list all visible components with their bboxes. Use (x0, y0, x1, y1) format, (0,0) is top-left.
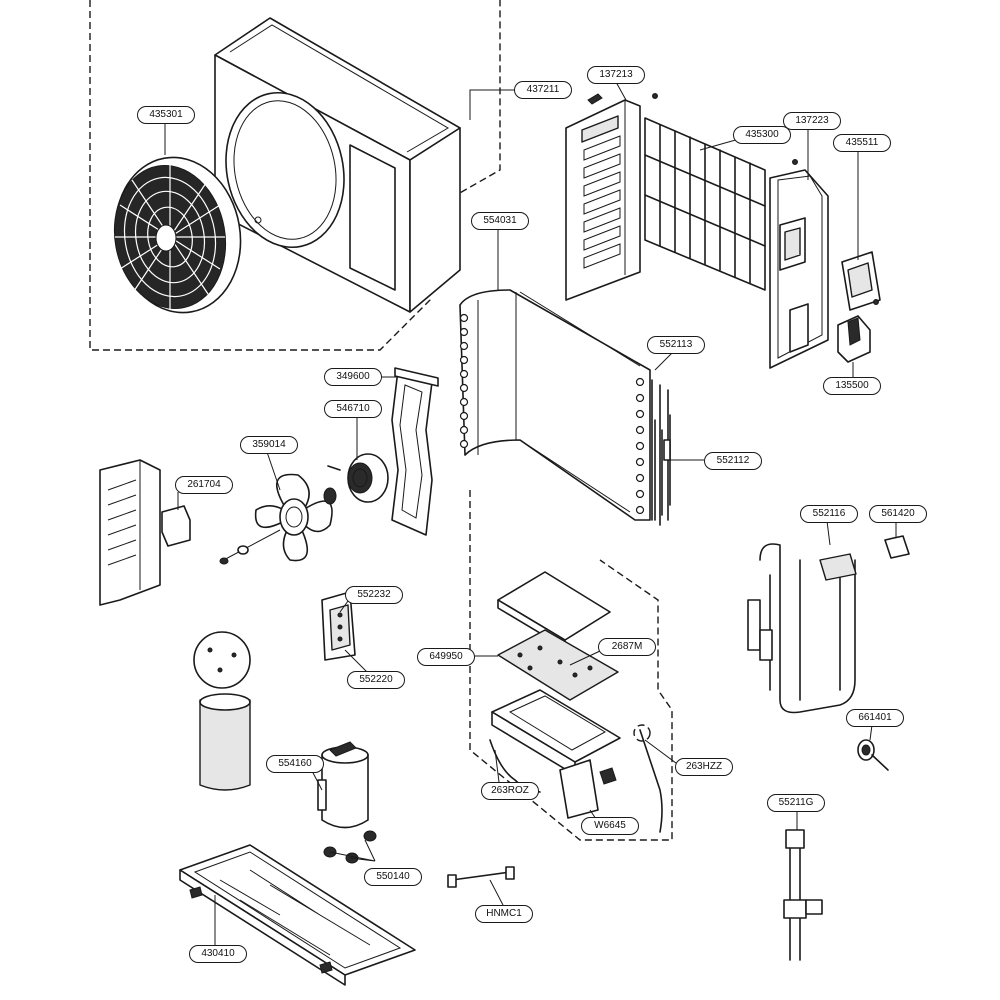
leader-lines (164, 81, 897, 945)
motor-bracket-349600 (391, 367, 439, 536)
callout-552232: 552232 (345, 586, 403, 604)
callout-546710: 546710 (324, 400, 382, 418)
terminal-block-552232 (321, 591, 356, 661)
callout-552113: 552113 (647, 336, 705, 354)
callout-135500: 135500 (823, 377, 881, 395)
control-box-649950 (489, 571, 663, 833)
side-panel-137213 (565, 93, 641, 301)
callout-2687M: 2687M (598, 638, 656, 656)
condenser-coil-554031 (459, 289, 669, 526)
callout-437211: 437211 (514, 81, 572, 99)
callout-430410: 430410 (189, 945, 247, 963)
callout-137213: 137213 (587, 66, 645, 84)
callout-263ROZ: 263ROZ (481, 782, 539, 800)
callout-261704: 261704 (175, 476, 233, 494)
callout-552112: 552112 (704, 452, 762, 470)
rear-grille-435300 (644, 93, 766, 291)
callout-649950: 649950 (417, 648, 475, 666)
callout-435300: 435300 (733, 126, 791, 144)
side-panel-137223 (769, 159, 829, 369)
fan-grille-435301 (113, 156, 242, 314)
front-panel-437211 (214, 17, 461, 313)
callout-554031: 554031 (471, 212, 529, 230)
callout-661401: 661401 (846, 709, 904, 727)
callout-435511: 435511 (833, 134, 891, 152)
propeller-fan-359014 (219, 473, 337, 565)
callout-550140: 550140 (364, 868, 422, 886)
part-HNMC1 (447, 866, 515, 888)
callout-552220: 552220 (347, 671, 405, 689)
callout-554160: 554160 (266, 755, 324, 773)
callout-552116: 552116 (800, 505, 858, 523)
callout-55211G: 55211G (767, 794, 825, 812)
callout-561420: 561420 (869, 505, 927, 523)
cylinder-cover (193, 631, 251, 791)
fan-motor-546710 (327, 453, 389, 503)
callout-263HZZ: 263HZZ (675, 758, 733, 776)
partition-plate-261704 (99, 459, 191, 606)
callout-435301: 435301 (137, 106, 195, 124)
callout-359014: 359014 (240, 436, 298, 454)
housing-group-boundary (89, 0, 501, 351)
cover-135500 (837, 315, 871, 363)
callout-137223: 137223 (783, 112, 841, 130)
base-pan-430410 (179, 844, 416, 986)
callout-HNMC1: HNMC1 (475, 905, 533, 923)
valve-assembly-552116 (747, 535, 910, 714)
callout-349600: 349600 (324, 368, 382, 386)
callout-W6645: W6645 (581, 817, 639, 835)
handle-435511 (841, 251, 881, 311)
service-valve-55211G (783, 829, 823, 961)
sensor-661401 (857, 739, 889, 771)
compressor-554160 (317, 741, 377, 864)
